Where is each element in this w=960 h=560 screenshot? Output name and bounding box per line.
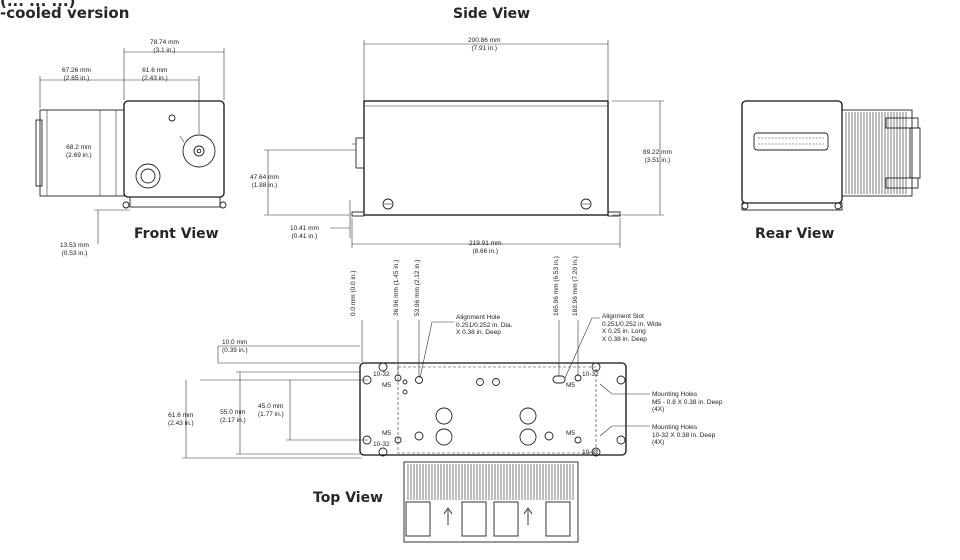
top-dim-45-mm: 45.0 mm [258,403,284,410]
tag-m5-bottom-right: M5 [566,430,576,437]
top-dim-55-in: (2.17 in.) [220,416,246,424]
front-bottom-dim: 13.53 mm (0.53 in.) [60,242,89,257]
alignment-slot-line4: X 0.38 in. Deep [602,335,647,343]
top-dim-10-mm: 10.0 mm [222,339,248,346]
top-dim-55-mm: 55.0 mm [220,409,246,416]
alignment-slot-line3: X 0.25 in. Long [602,328,646,335]
top-dim-0: 0.0 mm (0.0 in.) [350,270,357,316]
top-dim-10: 10.0 mm (0.39 in.) [222,339,248,354]
tag-m5-bottom-left: M5 [382,430,392,437]
1032-mounting-line2: 10-32 X 0.38 in. Deep [652,431,716,439]
top-view-title: Top View [313,490,384,506]
top-dim-4: 182.96 mm (7.20 in.) [572,256,579,316]
front-left-mm: 67.26 mm [62,67,91,74]
front-left-dim: 67.26 mm (2.65 in.) [62,67,91,82]
tag-1032-top-right: 10-32 [582,371,599,378]
tag-1032-bottom-left: 10-32 [373,441,390,448]
front-right-dim: 61.6 mm (2.43 in.) [142,67,168,82]
1032-mounting-line3: (4X) [652,439,665,446]
front-height-dim: 68.2 mm (2.69 in.) [66,144,92,159]
front-height-mm: 68.2 mm [66,144,92,151]
m5-mounting-line2: M5 - 0.8 X 0.38 in. Deep [652,398,723,406]
side-base-dim: 10.41 mm (0.41 in.) [290,225,319,240]
rear-view-drawing [741,100,921,211]
alignment-slot-note: Alignment Slot 0.251/0.252 in. Wide X 0.… [602,313,662,343]
front-left-in: (2.65 in.) [63,74,90,82]
side-height-mm: 89.22 mm [643,149,672,156]
front-right-mm: 61.6 mm [142,67,168,74]
side-bottom-in: (8.66 in.) [472,247,499,255]
side-base-mm: 10.41 mm [290,225,319,232]
tag-1032-bottom-right: 10-32 [582,449,599,456]
side-axis-in: (1.88 in.) [251,181,278,189]
top-dim-1: 36.96 mm (1.45 in.) [393,259,400,316]
m5-mounting-title: Mounting Holes [652,391,698,398]
front-view-drawing [35,48,227,244]
tag-1032-top-left: 10-32 [373,371,390,378]
top-dim-3: 165.96 mm (6.53 in.) [553,256,560,316]
front-view-title: Front View [134,226,219,242]
alignment-slot-title: Alignment Slot [602,313,644,320]
side-bottom-dim: 219.91 mm (8.66 in.) [469,240,502,255]
alignment-slot-line2: 0.251/0.252 in. Wide [602,320,662,328]
rear-view-title: Rear View [755,226,835,242]
1032-mounting-title: Mounting Holes [652,424,698,431]
side-top-dim: 200.86 mm (7.91 in.) [468,37,501,52]
front-bottom-in: (0.53 in.) [61,249,88,257]
side-view-drawing [264,40,664,248]
side-view-title: Side View [453,6,531,22]
tag-m5-top-left: M5 [382,382,392,389]
top-dim-45: 45.0 mm (1.77 in.) [258,403,284,418]
tag-m5-top-right: M5 [566,382,576,389]
top-dim-616: 61.6 mm (2.43 in.) [168,412,194,427]
top-dim-616-in: (2.43 in.) [168,419,194,427]
top-dim-10-in: (0.39 in.) [222,346,248,354]
m5-mounting-note: Mounting Holes M5 - 0.8 X 0.38 in. Deep … [652,391,722,414]
side-axis-dim: 47.64 mm (1.88 in.) [250,174,279,189]
top-dim-2: 53.96 mm (2.12 in.) [414,259,421,316]
alignment-hole-note: Alignment Hole 0.251/0.252 in. Dia. X 0.… [456,314,512,337]
page-heading-line2: -cooled version [0,4,130,22]
top-dim-616-mm: 61.6 mm [168,412,194,419]
1032-mounting-note: Mounting Holes 10-32 X 0.38 in. Deep (4X… [652,424,715,447]
front-width-mm: 78.74 mm [150,39,179,46]
top-view-drawing [182,317,650,543]
front-width-in: (3.1 in.) [153,46,176,54]
top-dim-45-in: (1.77 in.) [258,410,284,418]
side-base-in: (0.41 in.) [291,232,318,240]
side-top-in: (7.91 in.) [471,44,498,52]
top-dim-55: 55.0 mm (2.17 in.) [220,409,246,424]
alignment-hole-line2: 0.251/0.252 in. Dia. [456,321,513,329]
side-height-dim: 89.22 mm (3.51 in.) [643,149,672,164]
front-width-dim: 78.74 mm (3.1 in.) [150,39,179,54]
front-height-in: (2.69 in.) [66,151,92,159]
page-heading-line1: (... ... ...) [0,0,76,10]
alignment-hole-line3: X 0.38 in. Deep [456,329,501,336]
side-height-in: (3.51 in.) [644,156,671,164]
m5-mounting-line3: (4X) [652,406,665,413]
side-bottom-mm: 219.91 mm [469,240,502,247]
front-right-in: (2.43 in.) [142,74,168,82]
side-top-mm: 200.86 mm [468,37,501,44]
side-axis-mm: 47.64 mm [250,174,279,181]
alignment-hole-title: Alignment Hole [456,314,501,321]
front-bottom-mm: 13.53 mm [60,242,89,249]
